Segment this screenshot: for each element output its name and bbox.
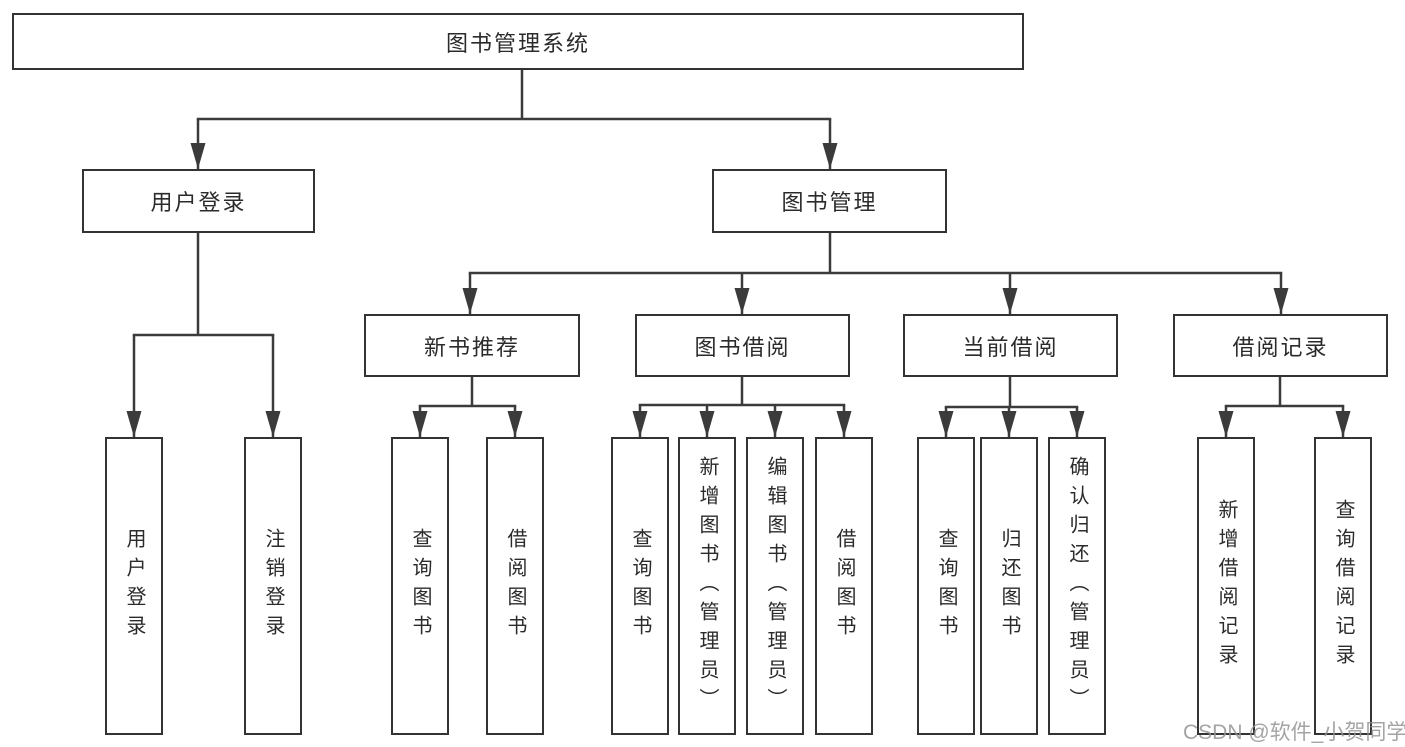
- leaf-borrow-books: 借阅图书: [815, 437, 873, 735]
- leaf-edit-books-admin: 编辑图书（管理员）: [746, 437, 804, 735]
- node-label: 新增图书（管理员）: [696, 455, 718, 717]
- node-user-login: 用户登录: [82, 169, 315, 233]
- node-label: 用户登录: [123, 528, 145, 644]
- leaf-return-books: 归还图书: [980, 437, 1038, 735]
- node-label: 新书推荐: [423, 334, 520, 360]
- node-label: 用户登录: [150, 190, 247, 215]
- node-library-management-system: 图书管理系统: [12, 13, 1024, 70]
- node-book-management: 图书管理: [712, 169, 947, 233]
- node-label: 借阅图书: [833, 528, 855, 644]
- node-label: 图书管理: [781, 190, 878, 215]
- leaf-add-borrow-record: 新增借阅记录: [1197, 437, 1255, 735]
- leaf-query-borrow-record: 查询借阅记录: [1314, 437, 1372, 735]
- node-label: 编辑图书（管理员）: [764, 455, 786, 717]
- node-label: 注销登录: [262, 528, 284, 644]
- leaf-query-books-current: 查询图书: [917, 437, 975, 735]
- leaf-borrow-books-recommend: 借阅图书: [486, 437, 544, 735]
- node-label: 借阅记录: [1232, 334, 1329, 360]
- node-label: 新增借阅记录: [1215, 499, 1237, 673]
- node-current-borrow: 当前借阅: [903, 314, 1118, 377]
- node-label: 查询借阅记录: [1332, 499, 1354, 673]
- arrowheads: [126, 119, 1351, 437]
- leaf-add-books-admin: 新增图书（管理员）: [678, 437, 736, 735]
- leaf-logout: 注销登录: [244, 437, 302, 735]
- leaf-user-login: 用户登录: [105, 437, 163, 735]
- node-label: 图书借阅: [694, 334, 791, 360]
- node-label: 查询图书: [629, 528, 651, 644]
- node-label: 当前借阅: [962, 334, 1059, 360]
- node-label: 归还图书: [998, 528, 1020, 644]
- leaf-query-books-borrow: 查询图书: [611, 437, 669, 735]
- csdn-watermark: CSDN @软件_小贺同学: [1183, 721, 1405, 744]
- node-label: 查询图书: [935, 528, 957, 644]
- leaf-query-books-recommend: 查询图书: [391, 437, 449, 735]
- node-book-borrow: 图书借阅: [635, 314, 850, 377]
- node-label: 图书管理系统: [445, 30, 590, 56]
- node-label: 确认归还（管理员）: [1066, 455, 1088, 717]
- leaf-confirm-return-admin: 确认归还（管理员）: [1048, 437, 1106, 735]
- node-borrow-records: 借阅记录: [1173, 314, 1388, 377]
- connector-elbows: [132, 68, 1345, 409]
- node-new-book-recommend: 新书推荐: [364, 314, 580, 377]
- node-label: 查询图书: [409, 528, 431, 644]
- node-label: 借阅图书: [504, 528, 526, 644]
